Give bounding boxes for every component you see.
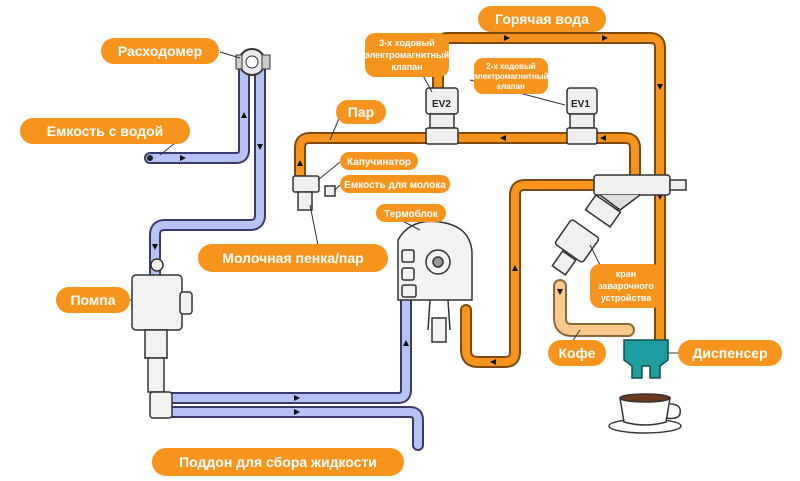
svg-text:заварочного: заварочного [598,281,654,291]
svg-text:Емкость для молока: Емкость для молока [344,180,446,191]
label-kran: кран заварочного устройства [590,264,662,308]
dispenser-icon [623,339,669,379]
label-raskhodomer: Расходомер [101,38,219,64]
cup-icon [608,393,682,434]
label-dispenser: Диспенсер [678,340,782,366]
svg-text:электромагнитный: электромагнитный [473,72,548,81]
valve-ev1-icon [566,87,598,145]
brewing-unit-icon [551,174,687,277]
svg-text:Термоблок: Термоблок [384,208,439,220]
flow-arrows [152,35,663,415]
svg-text:устройства: устройства [601,293,653,303]
valve-ev1-tag: EV1 [571,99,590,110]
orange-pipes [294,32,666,368]
svg-text:2-х ходовый: 2-х ходовый [486,62,536,71]
label-kofe: Кофе [548,340,606,366]
label-emkost-moloko: Емкость для молока [340,175,450,193]
svg-text:Помпа: Помпа [70,292,115,308]
svg-text:Емкость с водой: Емкость с водой [47,123,164,139]
label-termoblok: Термоблок [376,204,446,222]
blue-pipes [144,64,424,451]
water-tank-outlet [147,155,153,161]
svg-text:Молочная пенка/пар: Молочная пенка/пар [222,250,363,266]
svg-text:Поддон для сбора жидкости: Поддон для сбора жидкости [179,454,377,470]
svg-text:клапан: клапан [497,82,525,91]
svg-text:Капучинатор: Капучинатор [347,157,411,168]
svg-text:Кофе: Кофе [559,345,596,361]
label-emkost-voda: Емкость с водой [20,118,190,144]
label-kapuchinator: Капучинатор [340,152,418,170]
label-valve-2way: 2-х ходовый электромагнитный клапан [473,58,549,94]
label-goryachaya-voda: Горячая вода [478,6,606,32]
svg-text:3-х ходовый: 3-х ходовый [379,38,435,48]
pump-icon [131,258,193,419]
svg-text:кран: кран [616,269,636,279]
label-pompa: Помпа [56,287,130,313]
label-molochnaya-penka: Молочная пенка/пар [198,244,388,272]
svg-text:электромагнитный: электромагнитный [365,50,449,60]
label-poddon: Поддон для сбора жидкости [152,448,404,476]
cappuccinator-icon [292,175,336,211]
svg-text:Горячая вода: Горячая вода [495,11,589,27]
valve-ev2-icon [425,87,459,145]
valve-ev2-tag: EV2 [432,99,451,110]
label-valve-3way: 3-х ходовый электромагнитный клапан [365,33,449,77]
label-par: Пар [336,100,386,124]
svg-text:клапан: клапан [391,62,422,72]
svg-text:Пар: Пар [348,104,374,120]
svg-text:Диспенсер: Диспенсер [692,345,767,361]
svg-text:Расходомер: Расходомер [118,43,202,59]
thermoblock-icon [397,220,473,343]
flowmeter-icon [235,48,271,76]
